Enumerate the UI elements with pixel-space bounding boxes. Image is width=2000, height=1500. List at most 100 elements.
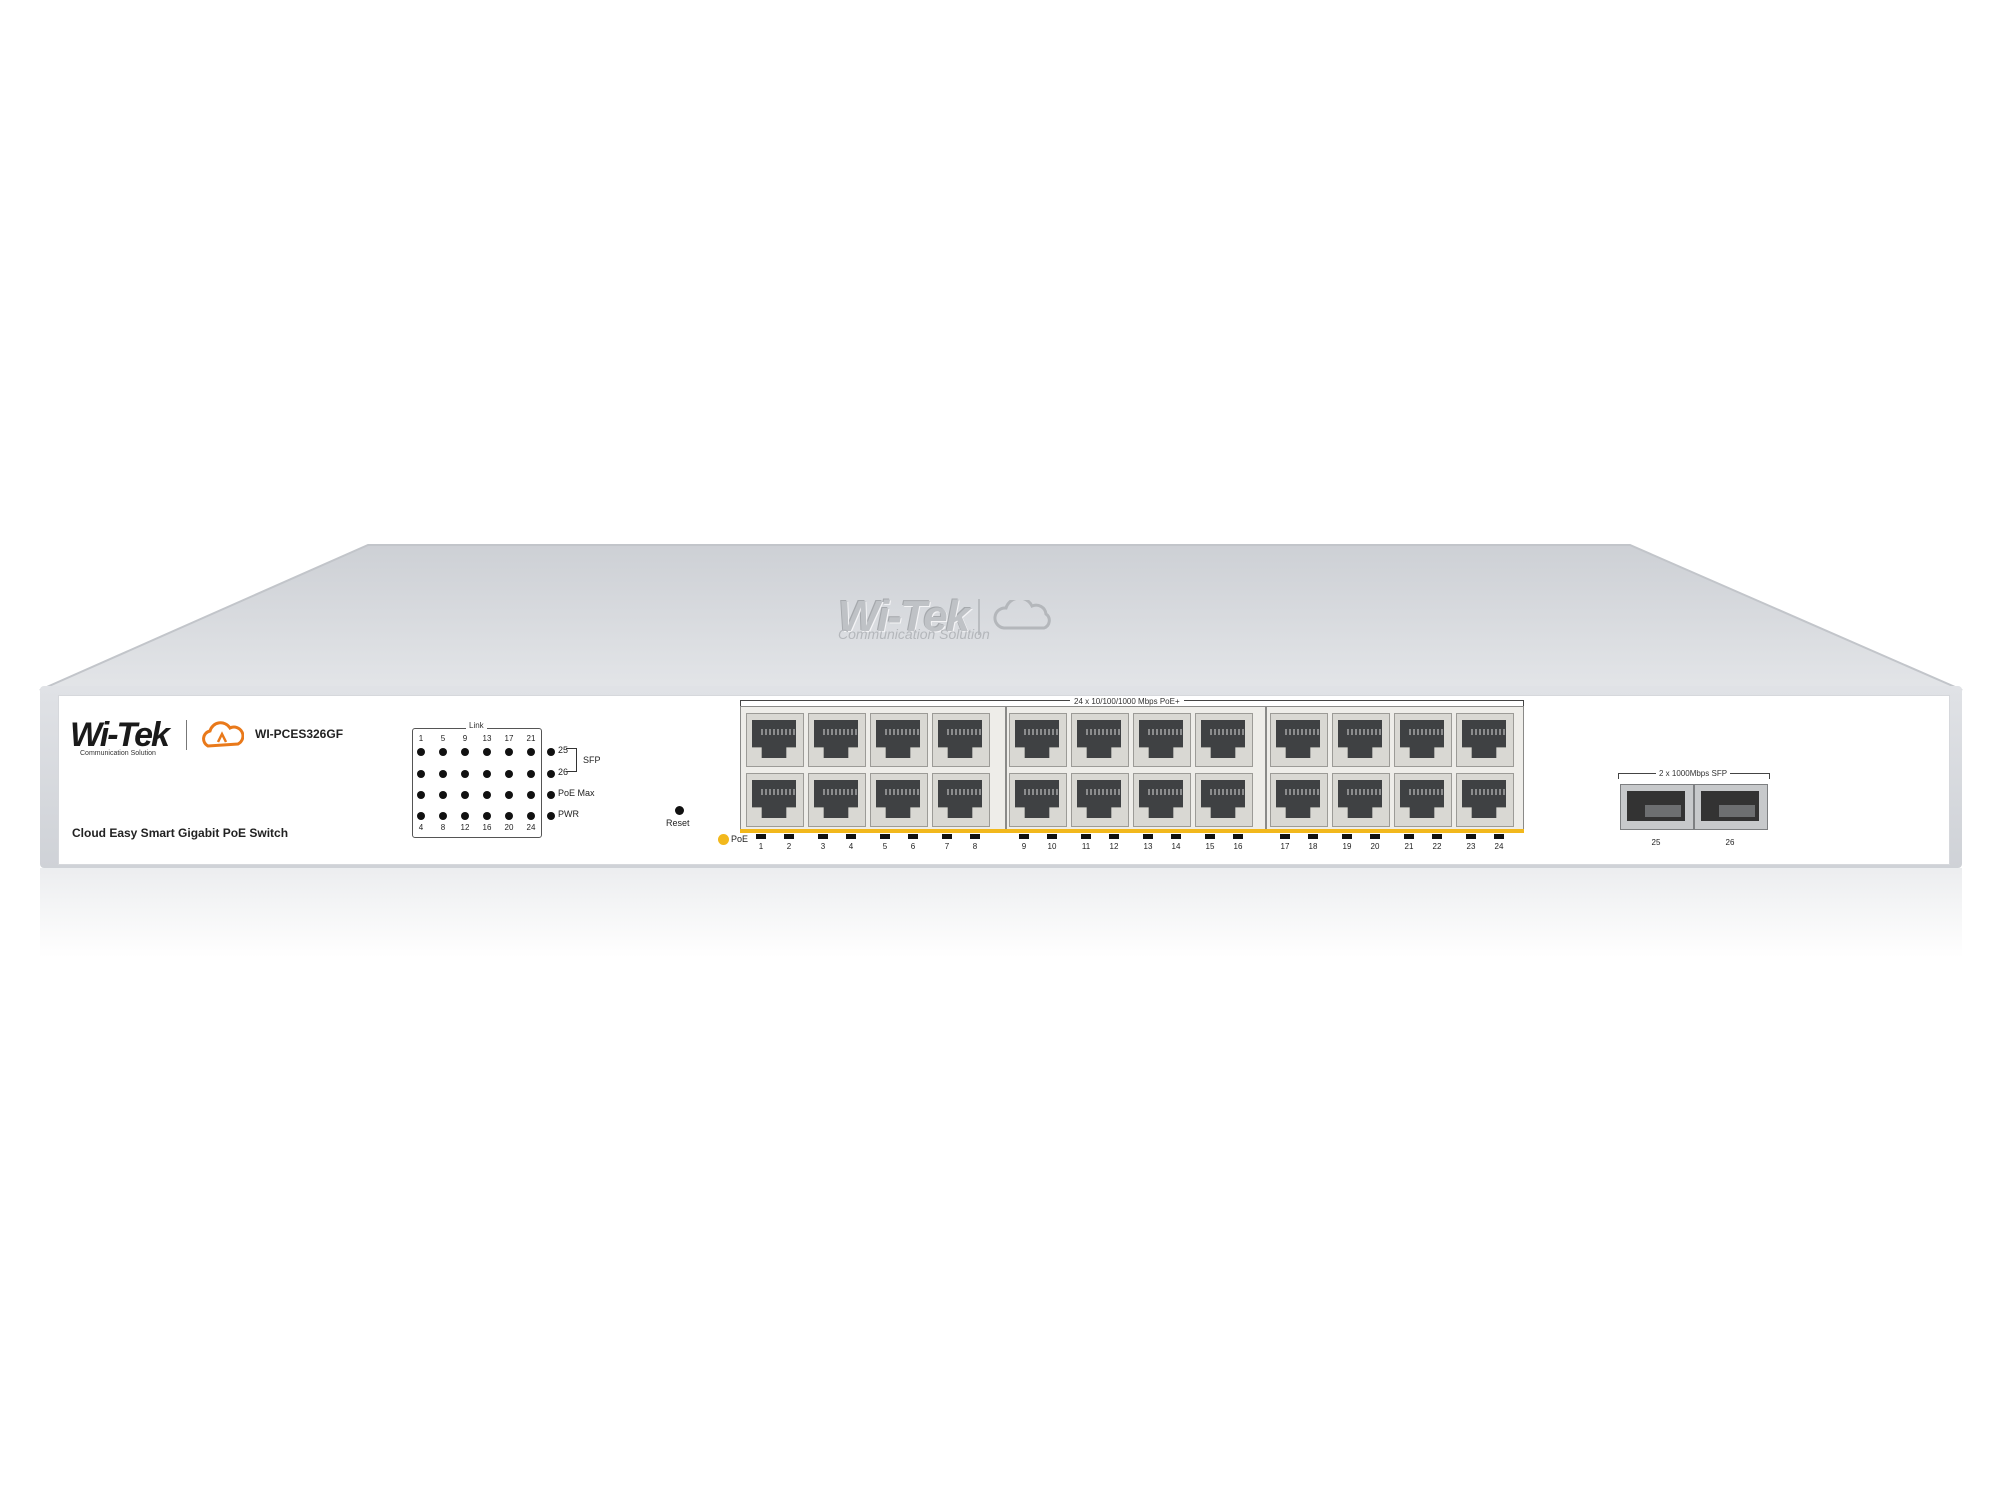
rj45-port[interactable] bbox=[1071, 713, 1129, 767]
led-num-bottom: 4 bbox=[418, 823, 424, 832]
rj45-port[interactable] bbox=[932, 773, 990, 827]
port-activity-led bbox=[1280, 834, 1290, 839]
top-brand-logo: Wi-Tek bbox=[838, 592, 1198, 641]
link-led bbox=[505, 812, 513, 820]
port-activity-led bbox=[1109, 834, 1119, 839]
port-number: 12 bbox=[1109, 842, 1119, 851]
port-activity-led bbox=[1370, 834, 1380, 839]
led-label-pwr: PWR bbox=[558, 809, 579, 819]
sfp-port-number: 26 bbox=[1725, 838, 1735, 847]
link-led bbox=[439, 748, 447, 756]
sfp-title: 2 x 1000Mbps SFP bbox=[1656, 769, 1731, 778]
led-num-bottom: 12 bbox=[460, 823, 470, 832]
sfp-bracket bbox=[566, 748, 577, 772]
led-panel bbox=[412, 728, 542, 838]
cloud-icon bbox=[202, 721, 244, 748]
sfp-port-26[interactable] bbox=[1694, 784, 1768, 830]
rj45-port[interactable] bbox=[1071, 773, 1129, 827]
rj45-port[interactable] bbox=[808, 773, 866, 827]
link-led bbox=[527, 812, 535, 820]
led-num-top: 21 bbox=[526, 734, 536, 743]
link-led bbox=[439, 770, 447, 778]
rj45-port[interactable] bbox=[1332, 773, 1390, 827]
rj45-port[interactable] bbox=[1009, 773, 1067, 827]
port-activity-led bbox=[1205, 834, 1215, 839]
port-activity-led bbox=[970, 834, 980, 839]
logo-divider bbox=[186, 720, 187, 750]
port-number: 9 bbox=[1021, 842, 1027, 851]
rj45-port[interactable] bbox=[808, 713, 866, 767]
port-number: 3 bbox=[820, 842, 826, 851]
led-label-25: 25 bbox=[558, 745, 569, 755]
port-number: 5 bbox=[882, 842, 888, 851]
port-number: 6 bbox=[910, 842, 916, 851]
rj45-port[interactable] bbox=[1332, 713, 1390, 767]
port-activity-led bbox=[1342, 834, 1352, 839]
port-activity-led bbox=[1081, 834, 1091, 839]
port-activity-led bbox=[1143, 834, 1153, 839]
rj45-port[interactable] bbox=[1133, 773, 1191, 827]
rj45-port[interactable] bbox=[1456, 773, 1514, 827]
led-num-top: 5 bbox=[440, 734, 446, 743]
port-activity-led bbox=[1171, 834, 1181, 839]
led-sfp26 bbox=[547, 770, 555, 778]
poe-label: PoE bbox=[731, 834, 749, 844]
port-number: 21 bbox=[1404, 842, 1414, 851]
rj45-port[interactable] bbox=[1133, 713, 1191, 767]
link-led bbox=[461, 748, 469, 756]
port-number: 14 bbox=[1171, 842, 1181, 851]
port-number: 11 bbox=[1081, 842, 1091, 851]
link-led bbox=[505, 770, 513, 778]
led-num-top: 9 bbox=[462, 734, 468, 743]
sfp-port-25[interactable] bbox=[1620, 784, 1694, 830]
port-activity-led bbox=[846, 834, 856, 839]
rj45-port[interactable] bbox=[746, 713, 804, 767]
led-num-bottom: 24 bbox=[526, 823, 536, 832]
rj45-port[interactable] bbox=[870, 773, 928, 827]
port-number: 22 bbox=[1432, 842, 1442, 851]
rj45-port[interactable] bbox=[1394, 773, 1452, 827]
port-number: 18 bbox=[1308, 842, 1318, 851]
port-number: 16 bbox=[1233, 842, 1243, 851]
link-led bbox=[527, 770, 535, 778]
port-number: 10 bbox=[1047, 842, 1057, 851]
link-led bbox=[439, 791, 447, 799]
top-logo-divider bbox=[978, 599, 981, 635]
sfp-port-number: 25 bbox=[1651, 838, 1661, 847]
port-activity-led bbox=[1019, 834, 1029, 839]
port-activity-led bbox=[756, 834, 766, 839]
link-led bbox=[417, 748, 425, 756]
floor-reflection bbox=[40, 868, 1962, 958]
top-cloud-icon bbox=[993, 600, 1051, 630]
link-led bbox=[483, 770, 491, 778]
rj45-port[interactable] bbox=[1270, 773, 1328, 827]
port-number: 20 bbox=[1370, 842, 1380, 851]
port-activity-led bbox=[784, 834, 794, 839]
rj45-port[interactable] bbox=[1195, 713, 1253, 767]
port-activity-led bbox=[818, 834, 828, 839]
led-label-poe-max: PoE Max bbox=[558, 788, 595, 798]
led-sfp25 bbox=[547, 748, 555, 756]
port-number: 2 bbox=[786, 842, 792, 851]
rj45-port[interactable] bbox=[1270, 713, 1328, 767]
rj45-port[interactable] bbox=[1195, 773, 1253, 827]
link-led bbox=[417, 791, 425, 799]
rj45-port[interactable] bbox=[932, 713, 990, 767]
link-led bbox=[505, 748, 513, 756]
port-activity-led bbox=[1233, 834, 1243, 839]
poe-strip bbox=[740, 829, 1524, 833]
rj45-port[interactable] bbox=[1394, 713, 1452, 767]
led-panel-title: Link bbox=[466, 721, 487, 730]
rj45-port[interactable] bbox=[746, 773, 804, 827]
led-num-top: 17 bbox=[504, 734, 514, 743]
led-poe-max bbox=[547, 791, 555, 799]
led-label-26: 26 bbox=[558, 767, 569, 777]
brand-logo-text: Wi-Tek bbox=[70, 716, 170, 754]
rj45-port[interactable] bbox=[1456, 713, 1514, 767]
rj45-port[interactable] bbox=[1009, 713, 1067, 767]
reset-button[interactable] bbox=[675, 806, 684, 815]
led-num-bottom: 20 bbox=[504, 823, 514, 832]
rj45-port[interactable] bbox=[870, 713, 928, 767]
rj45-group-divider bbox=[1005, 706, 1007, 830]
link-led bbox=[483, 791, 491, 799]
